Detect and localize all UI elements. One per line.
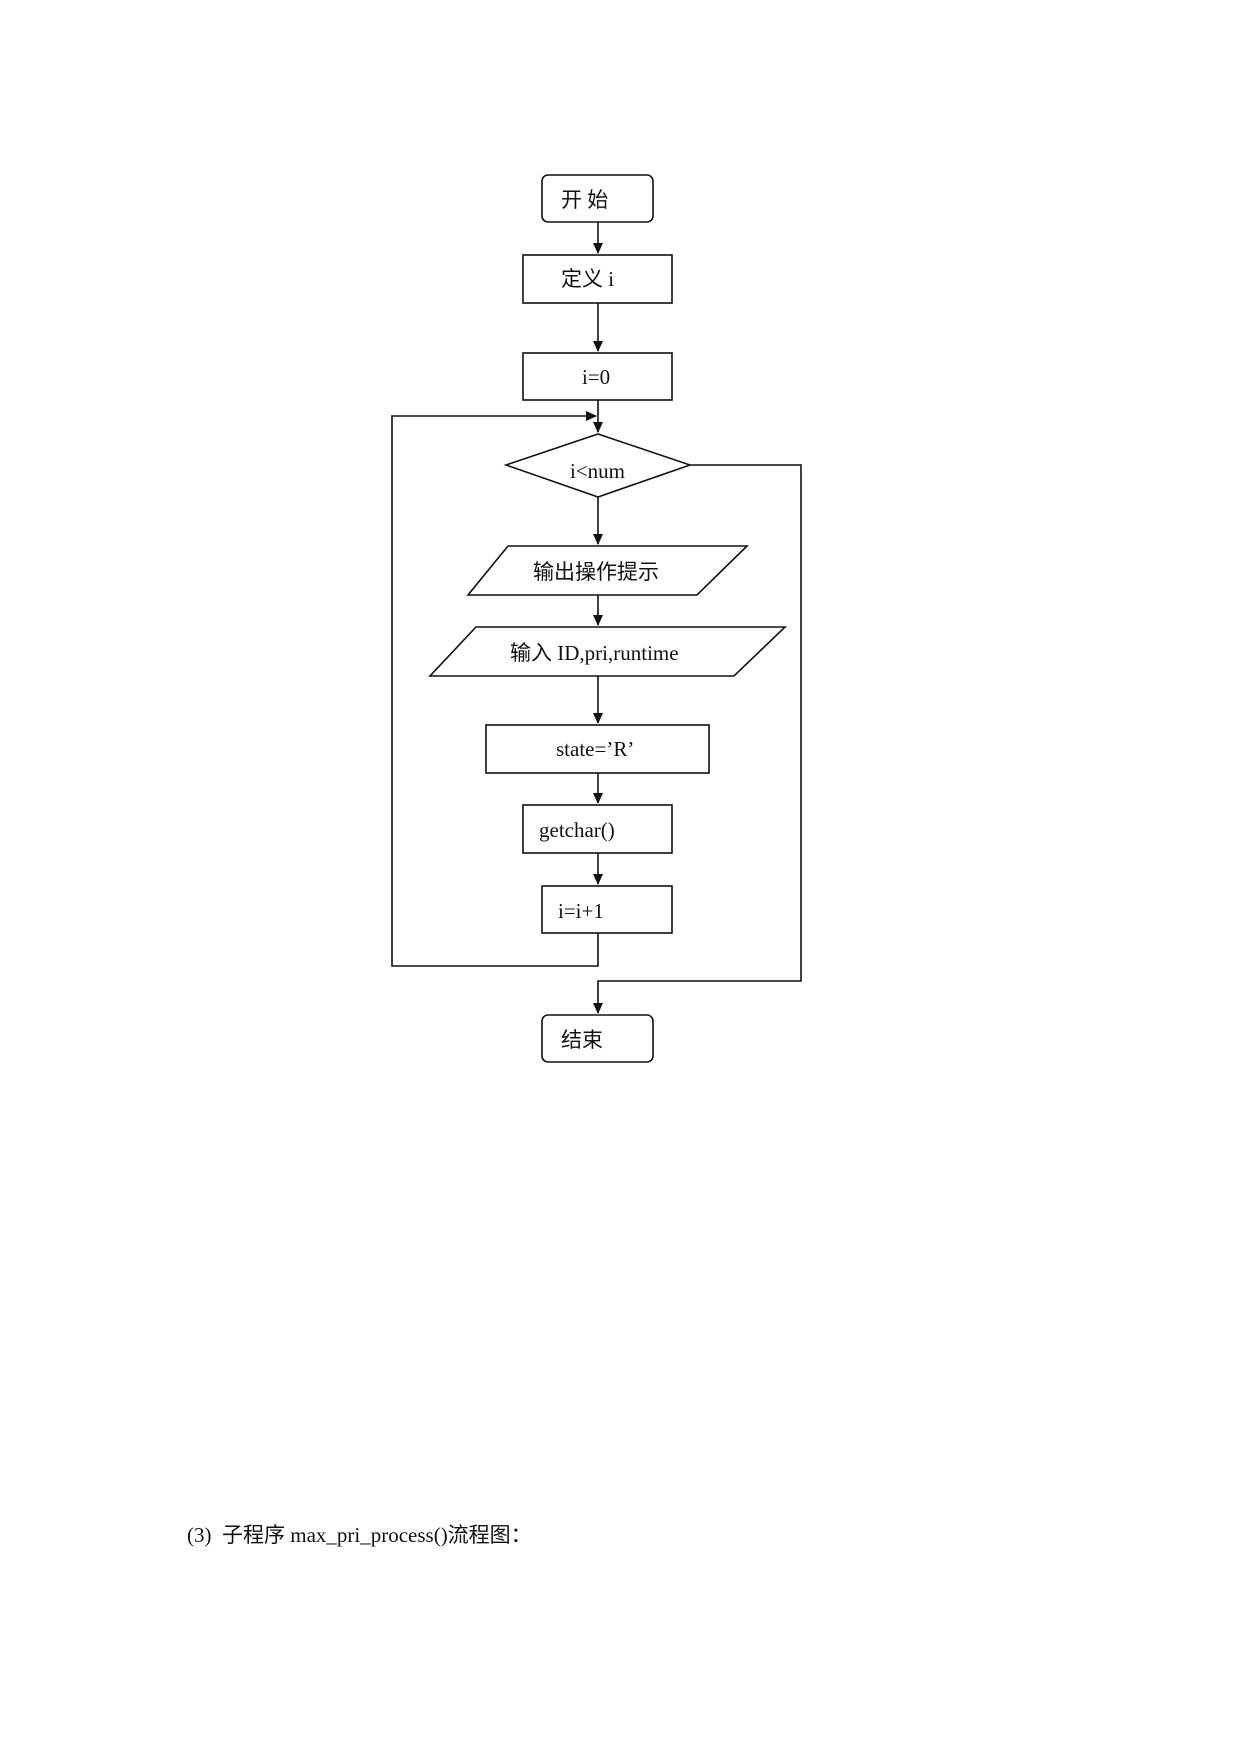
define-i-label: 定义 i bbox=[561, 267, 614, 291]
output-prompt-label: 输出操作提示 bbox=[533, 560, 659, 584]
condition-node: i<num bbox=[503, 433, 693, 498]
edge-loop-back bbox=[391, 411, 599, 967]
output-prompt-node: 输出操作提示 bbox=[466, 545, 749, 596]
start-label: 开 始 bbox=[561, 188, 608, 212]
set-state-node: state=’R’ bbox=[485, 724, 710, 774]
input-fields-label: 输入 ID,pri,runtime bbox=[510, 641, 679, 665]
end-node: 结束 bbox=[541, 1014, 654, 1063]
init-i-node: i=0 bbox=[522, 352, 673, 401]
getchar-node: getchar() bbox=[522, 804, 673, 854]
getchar-label: getchar() bbox=[539, 818, 615, 842]
end-label: 结束 bbox=[561, 1028, 603, 1052]
edge-condition-exit bbox=[593, 464, 802, 1014]
condition-label: i<num bbox=[570, 459, 625, 483]
input-fields-node: 输入 ID,pri,runtime bbox=[428, 626, 787, 677]
increment-node: i=i+1 bbox=[541, 885, 673, 934]
section-caption: (3) 子程序 max_pri_process()流程图： bbox=[187, 1523, 532, 1547]
start-node: 开 始 bbox=[541, 174, 654, 223]
set-state-label: state=’R’ bbox=[556, 737, 634, 761]
define-i-node: 定义 i bbox=[522, 254, 673, 304]
init-i-label: i=0 bbox=[582, 365, 610, 389]
increment-label: i=i+1 bbox=[558, 899, 604, 923]
